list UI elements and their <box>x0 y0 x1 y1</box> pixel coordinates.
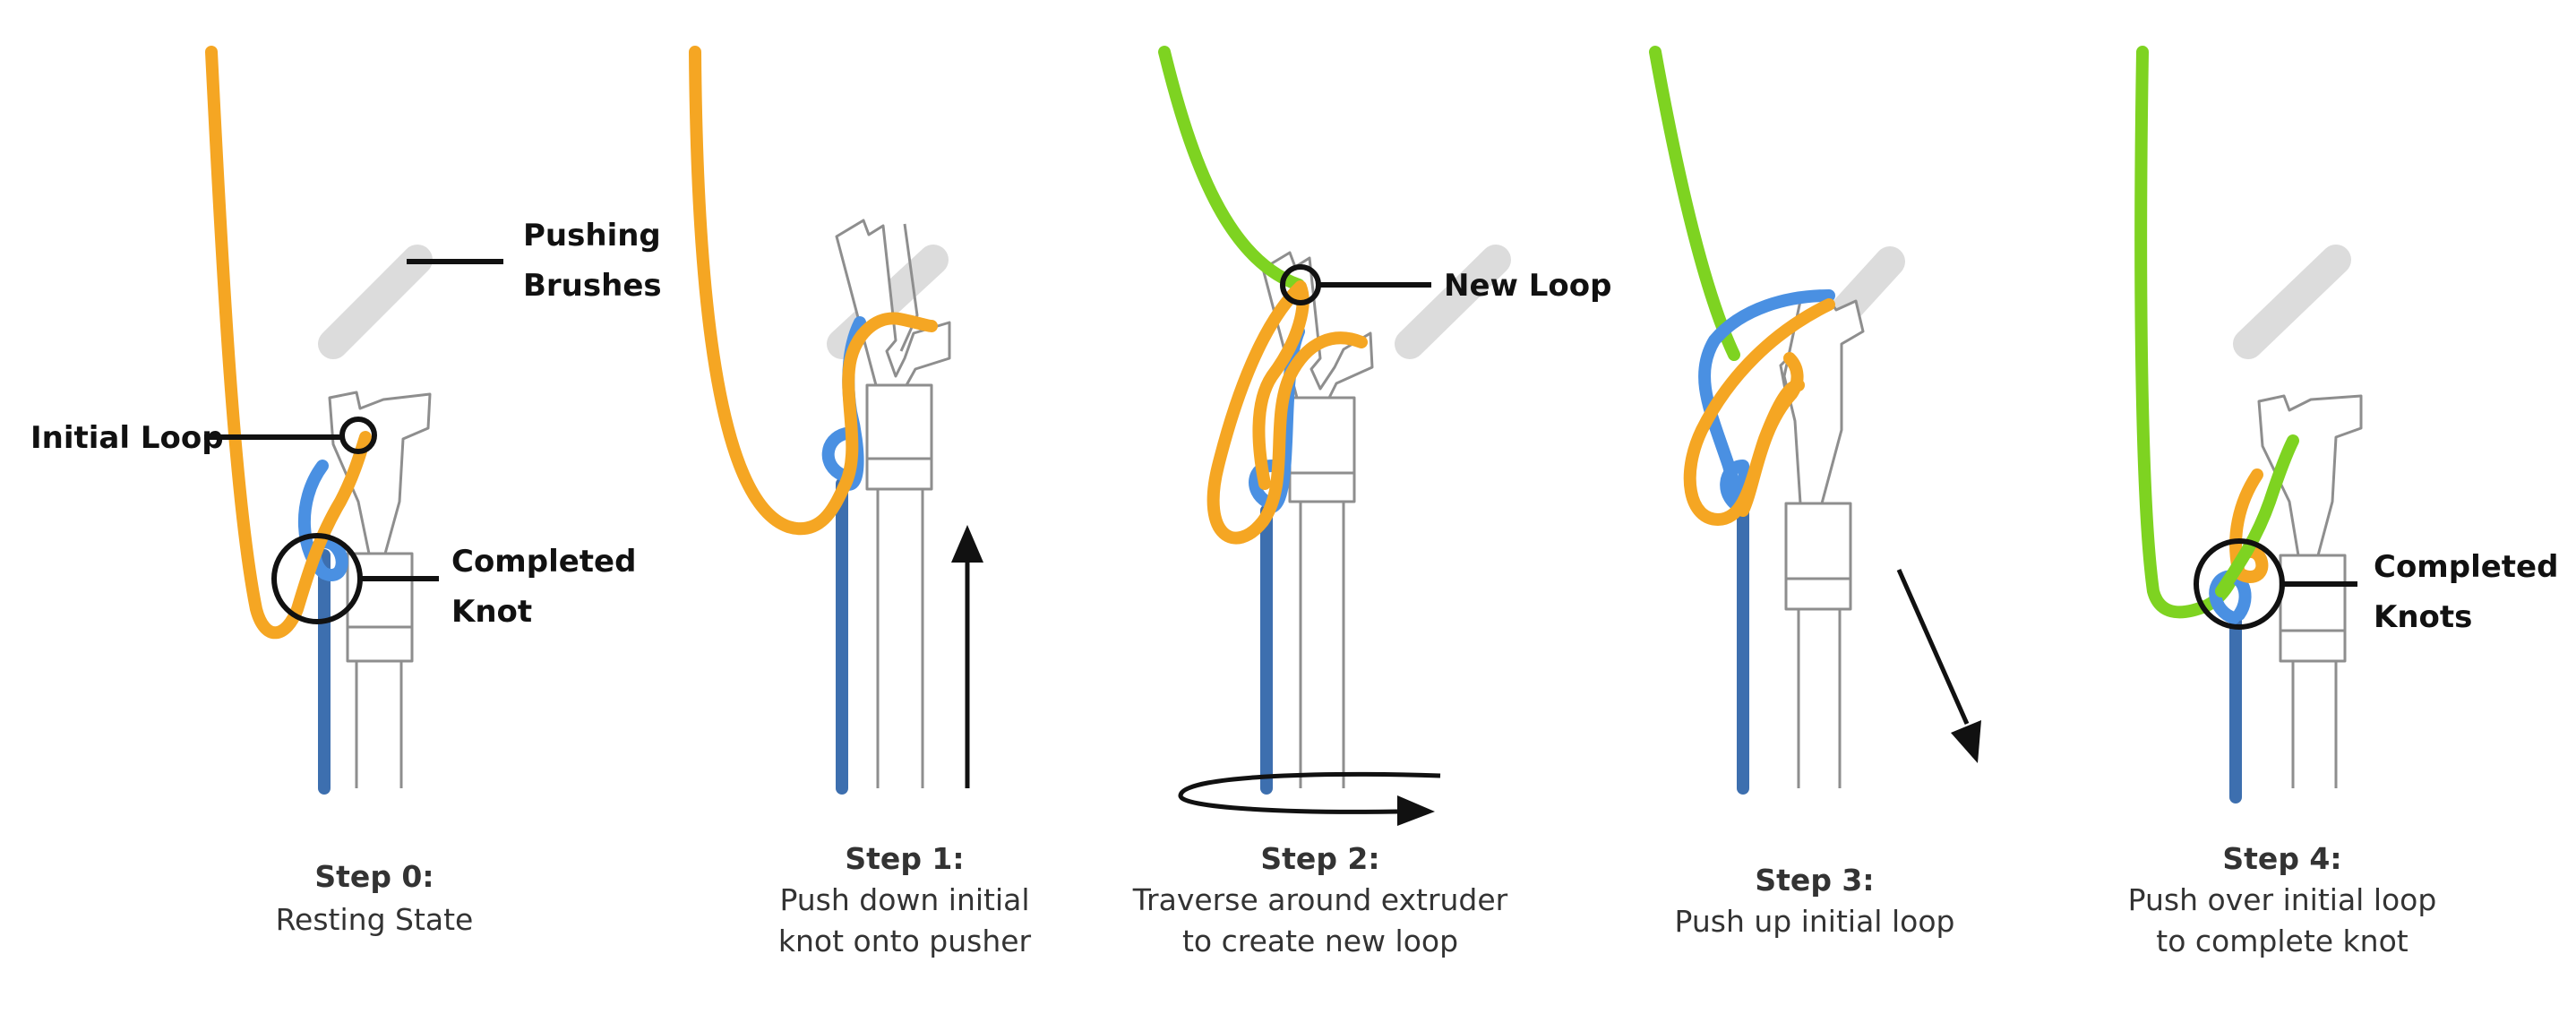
green-yarn <box>1649 46 1740 361</box>
pushing-brushes-label: Brushes <box>523 268 662 304</box>
pushing-brush <box>1395 245 1511 359</box>
step-1-panel: Step 1: Push down initial knot onto push… <box>689 46 1032 958</box>
completed-knot-label: Knot <box>451 594 532 630</box>
step-2-title: Step 2: <box>1260 841 1379 876</box>
blue-yarn-loop <box>1698 289 1835 515</box>
step-1-title: Step 1: <box>845 841 964 876</box>
step-4-description: to complete knot <box>2156 924 2408 958</box>
pusher <box>328 391 432 788</box>
pusher <box>1779 296 1865 788</box>
traverse-arrow <box>1178 771 1441 814</box>
step-4-panel: Completed Knots Step 4: Push over initia… <box>2128 46 2558 958</box>
step-0-title: Step 0: <box>314 859 434 894</box>
step-0-description: Resting State <box>276 902 474 937</box>
arrow-head-icon <box>951 525 983 563</box>
step-3-description: Push up initial loop <box>1675 904 1955 939</box>
orange-yarn <box>1683 298 1835 526</box>
push-up-loop-arrow <box>1896 568 1970 726</box>
new-loop-label: New Loop <box>1444 268 1611 304</box>
step-2-description: Traverse around extruder <box>1132 882 1508 917</box>
orange-yarn <box>1206 280 1368 545</box>
step-2-panel: New Loop Step 2: Traverse around extrude… <box>1132 46 1611 958</box>
pushing-brush <box>2233 245 2351 359</box>
step-3-panel: Step 3: Push up initial loop <box>1649 46 1981 939</box>
green-yarn <box>2134 46 2245 619</box>
pusher <box>835 219 951 788</box>
step-1-description: knot onto pusher <box>778 924 1032 958</box>
pushing-brush <box>318 245 433 359</box>
step-4-description: Push over initial loop <box>2128 882 2437 917</box>
step-1-description: Push down initial <box>779 882 1029 917</box>
orange-yarn <box>205 46 372 640</box>
initial-loop-label: Initial Loop <box>30 420 224 456</box>
arrow-head-icon <box>1397 795 1435 826</box>
green-yarn-loop <box>2215 434 2299 597</box>
step-0-panel: Pushing Brushes Initial Loop Completed K… <box>30 46 662 937</box>
step-3-title: Step 3: <box>1755 863 1874 898</box>
green-yarn <box>1158 46 1305 291</box>
step-4-title: Step 4: <box>2222 841 2341 876</box>
pushing-brushes-label: Pushing <box>523 218 661 254</box>
orange-yarn <box>689 46 938 536</box>
pusher <box>1261 251 1374 788</box>
step-2-description: to create new loop <box>1182 924 1458 958</box>
pusher <box>2257 394 2363 788</box>
completed-knots-label: Completed <box>2374 549 2558 585</box>
completed-knots-label: Knots <box>2374 599 2472 635</box>
arrow-head-icon <box>1951 720 1981 763</box>
completed-knot-label: Completed <box>451 544 636 580</box>
